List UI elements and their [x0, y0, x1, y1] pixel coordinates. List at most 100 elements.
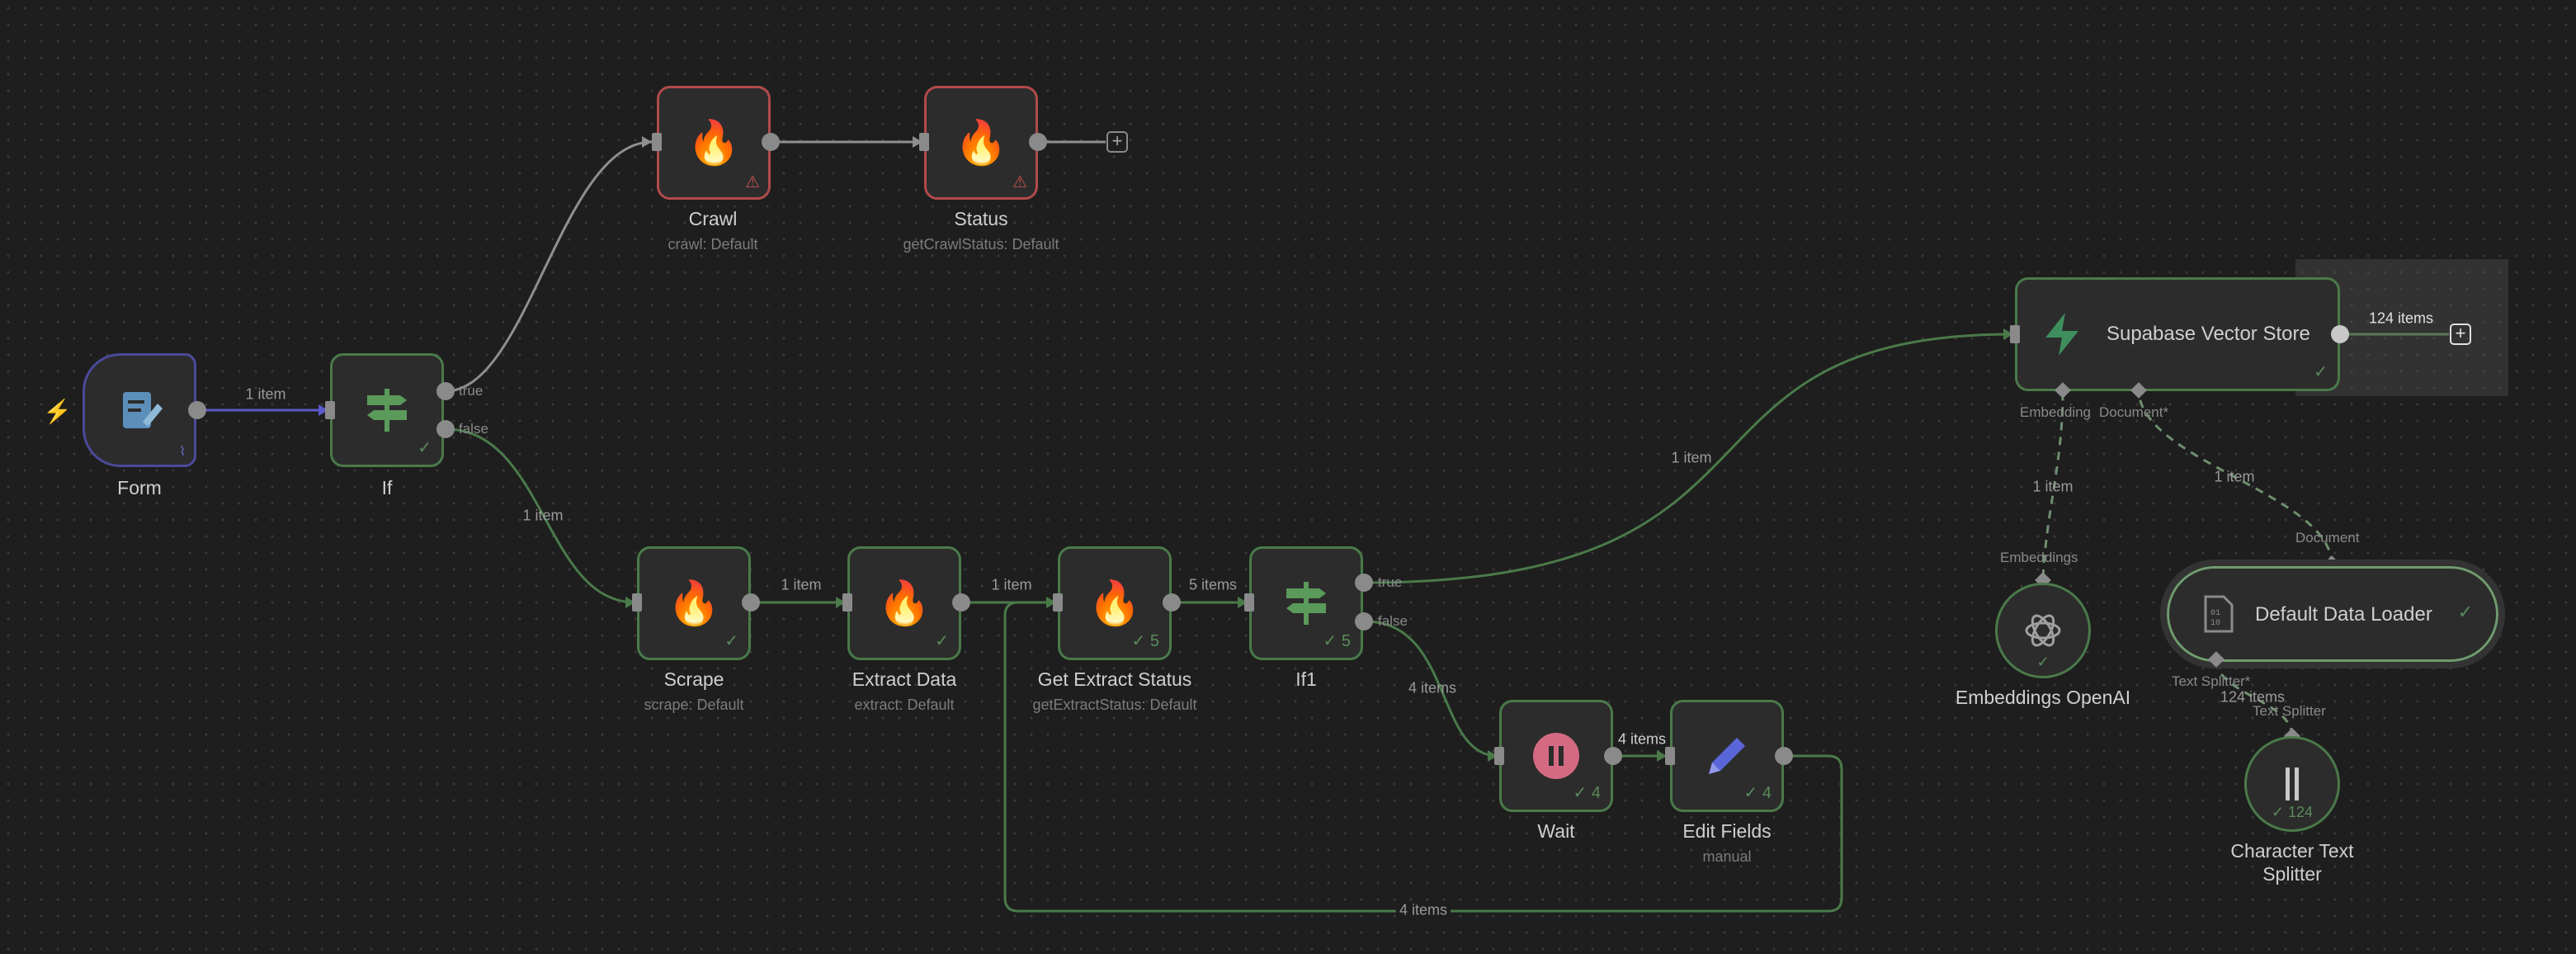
supabase-icon [2045, 313, 2078, 356]
success-count-badge: ✓ 5 [1131, 632, 1159, 650]
supabase-label: Supabase Vector Store [2107, 323, 2310, 345]
status-input-handle[interactable] [919, 133, 929, 151]
scrape-node[interactable]: 🔥 ✓ [637, 546, 751, 660]
wait-node[interactable]: ✓ 4 [1499, 700, 1613, 812]
if-false-handle[interactable] [436, 420, 455, 438]
edge-if-scrape [445, 427, 636, 604]
success-count-badge: ✓ 124 [2271, 804, 2314, 820]
arrowhead [1657, 750, 1667, 762]
if1-input-handle[interactable] [1244, 593, 1254, 612]
firecrawl-icon: 🔥 [667, 579, 721, 628]
extract-data-label: Extract Data [852, 668, 957, 690]
success-count-badge: ✓ 5 [1323, 632, 1351, 650]
arrowhead [836, 597, 846, 608]
scrape-input-handle[interactable] [632, 593, 642, 612]
if-input-handle[interactable] [325, 401, 335, 419]
if1-true-handle[interactable] [1355, 574, 1373, 592]
form-fingerprint-icon: ⌇ [179, 445, 186, 459]
extract-output-handle[interactable] [952, 593, 970, 612]
edge-label-if1-supabase: 1 item [1671, 449, 1712, 466]
arrowhead [318, 404, 328, 416]
supabase-output-handle[interactable] [2331, 325, 2349, 343]
edge-label-splitter-loader: 124 items [2220, 688, 2286, 706]
run-count: 5 [1341, 632, 1351, 650]
get-extract-status-label: Get Extract Status [1037, 668, 1192, 690]
embeddings-port-label: Embeddings [2000, 550, 2078, 565]
edit-fields-node[interactable]: ✓ 4 [1670, 700, 1784, 812]
scrape-label: Scrape [663, 668, 724, 690]
status-node[interactable]: 🔥 ⚠ [924, 86, 1038, 200]
arrowhead [1238, 597, 1248, 608]
arrowhead [1046, 597, 1056, 608]
form-icon [123, 392, 163, 428]
document-port-label: Document* [2099, 404, 2169, 420]
if1-false-handle[interactable] [1355, 612, 1373, 630]
supabase-input-handle[interactable] [2010, 325, 2020, 343]
success-check-icon: ✓ [724, 632, 738, 650]
getextract-input-handle[interactable] [1053, 593, 1063, 612]
edge-label-extract-getextract: 1 item [991, 576, 1032, 593]
edit-fields-label: Edit Fields [1682, 820, 1772, 842]
crawl-label: Crawl [688, 208, 738, 229]
edge-label-if1-wait: 4 items [1408, 679, 1457, 697]
if1-true-label: true [1378, 574, 1403, 590]
edge-label-supabase-out: 124 items [2368, 309, 2434, 327]
loader-document-port-label: Document [2295, 530, 2360, 545]
supabase-vector-store-node[interactable]: Supabase Vector Store ✓ [2015, 277, 2340, 391]
add-node-button[interactable]: + [2450, 324, 2471, 345]
arrowhead [625, 597, 635, 608]
edge-label-wait-edit: 4 items [1617, 730, 1667, 748]
splitter-port-label: Text Splitter [2253, 703, 2326, 719]
default-data-loader-label: Default Data Loader [2255, 603, 2432, 626]
warning-icon: ⚠ [745, 173, 760, 191]
run-count: 4 [1762, 784, 1772, 802]
splitter-label-line2: Splitter [2262, 863, 2322, 885]
default-data-loader-node[interactable]: 01 10 Default Data Loader ✓ [2160, 560, 2505, 668]
status-label: Status [954, 208, 1008, 229]
arrowhead [913, 136, 922, 148]
svg-text:01: 01 [2210, 609, 2220, 618]
signpost-icon [367, 389, 407, 432]
pause-icon [1533, 733, 1579, 779]
if-node[interactable]: ✓ [330, 353, 444, 467]
extract-data-node[interactable]: 🔥 ✓ [847, 546, 961, 660]
arrowhead [2003, 328, 2013, 340]
add-node-button[interactable]: + [1106, 131, 1128, 153]
if-true-handle[interactable] [436, 382, 455, 400]
edge-if-crawl [445, 140, 653, 393]
success-check-icon: ✓ [2036, 654, 2050, 670]
splitter-icon [2286, 767, 2299, 801]
character-text-splitter-node[interactable]: ✓ 124 [2244, 736, 2340, 832]
get-extract-status-node[interactable]: 🔥 ✓ 5 [1058, 546, 1172, 660]
splitter-label-line1: Character Text [2230, 840, 2354, 862]
signpost-icon [1286, 582, 1326, 625]
edit-output-handle[interactable] [1775, 747, 1793, 765]
wait-input-handle[interactable] [1494, 747, 1504, 765]
edge-label-loader-supabase: 1 item [2214, 468, 2255, 485]
loader-splitter-port-label: Text Splitter* [2172, 673, 2251, 689]
edge-label-getextract-if1: 5 items [1188, 576, 1238, 593]
embeddings-openai-node[interactable]: ✓ [1995, 583, 2091, 678]
pencil-icon [1709, 738, 1745, 774]
embeddings-openai-label: Embeddings OpenAI [1955, 687, 2131, 708]
edit-fields-subtitle: manual [1702, 848, 1752, 865]
status-subtitle: getCrawlStatus: Default [903, 236, 1059, 253]
edit-input-handle[interactable] [1665, 747, 1675, 765]
edge-label-scrape-extract: 1 item [781, 576, 822, 593]
crawl-output-handle[interactable] [762, 133, 780, 151]
scrape-output-handle[interactable] [742, 593, 760, 612]
crawl-node[interactable]: 🔥 ⚠ [657, 86, 771, 200]
form-output-handle[interactable] [188, 401, 206, 419]
getextract-output-handle[interactable] [1163, 593, 1181, 612]
extract-input-handle[interactable] [842, 593, 852, 612]
get-extract-status-subtitle: getExtractStatus: Default [1032, 697, 1197, 713]
success-check-icon: ✓ [418, 439, 432, 457]
if-label: If [381, 477, 393, 498]
if1-node[interactable]: ✓ 5 [1249, 546, 1363, 660]
edge-loader-supabase [2137, 392, 2333, 565]
form-node[interactable]: ⌇ [83, 353, 196, 467]
crawl-input-handle[interactable] [652, 133, 662, 151]
status-output-handle[interactable] [1029, 133, 1047, 151]
wait-output-handle[interactable] [1604, 747, 1622, 765]
